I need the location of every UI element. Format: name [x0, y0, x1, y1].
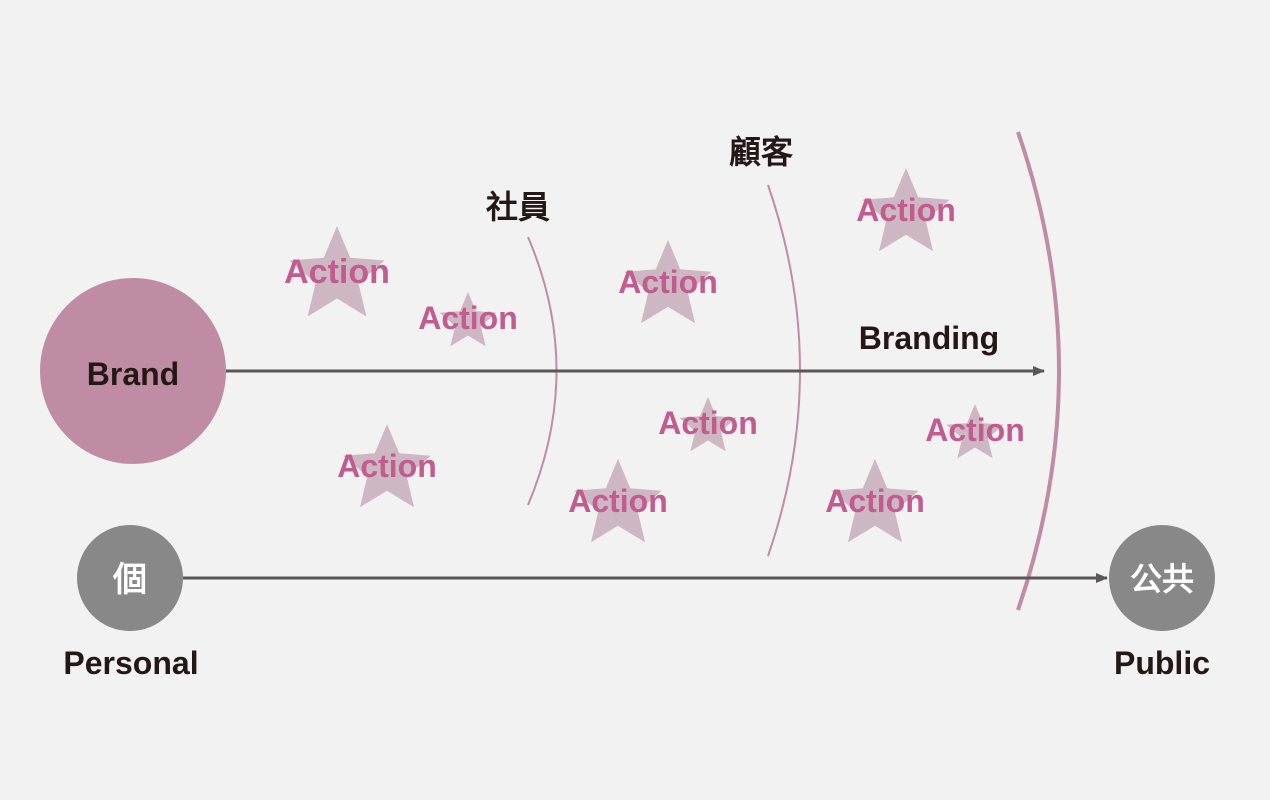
- star-icon: [679, 397, 737, 452]
- action-label: Action: [418, 300, 518, 336]
- action-label: Action: [825, 483, 925, 519]
- employees-label: 社員: [486, 188, 550, 226]
- action-label: Action: [284, 253, 390, 291]
- personal-symbol: 個: [112, 560, 147, 600]
- action-marker: Action: [925, 404, 1025, 459]
- action-label: Action: [658, 405, 758, 441]
- star-icon: [574, 459, 662, 543]
- star-icon: [343, 424, 431, 508]
- public-boundary-arc: [1016, 131, 1061, 611]
- action-label: Action: [856, 192, 956, 228]
- action-label: Action: [618, 264, 718, 300]
- action-marker: Action: [568, 459, 668, 543]
- branding-label: Branding: [859, 320, 999, 356]
- action-marker: Action: [825, 459, 925, 543]
- public-symbol: 公共: [1130, 560, 1194, 598]
- action-marker: Action: [618, 240, 718, 324]
- public-circle: [1109, 525, 1215, 631]
- personal-circle: [77, 525, 183, 631]
- action-label: Action: [568, 483, 668, 519]
- action-marker: Action: [658, 397, 758, 452]
- action-label: Action: [925, 412, 1025, 448]
- star-icon: [862, 168, 950, 252]
- star-icon: [831, 459, 919, 543]
- action-marker: Action: [418, 292, 518, 347]
- action-marker: Action: [284, 226, 390, 317]
- star-icon: [624, 240, 712, 324]
- action-label: Action: [337, 448, 437, 484]
- customers-label: 顧客: [729, 133, 793, 171]
- action-marker: Action: [856, 168, 956, 252]
- star-icon: [439, 292, 497, 347]
- personal-label: Personal: [63, 645, 198, 681]
- brand-label: Brand: [87, 356, 179, 392]
- star-icon: [289, 226, 385, 317]
- public-label: Public: [1114, 645, 1210, 681]
- brand-circle: [40, 278, 226, 464]
- star-icon: [946, 404, 1004, 459]
- action-marker: Action: [337, 424, 437, 508]
- action-stars: ActionActionActionActionActionActionActi…: [284, 168, 1025, 543]
